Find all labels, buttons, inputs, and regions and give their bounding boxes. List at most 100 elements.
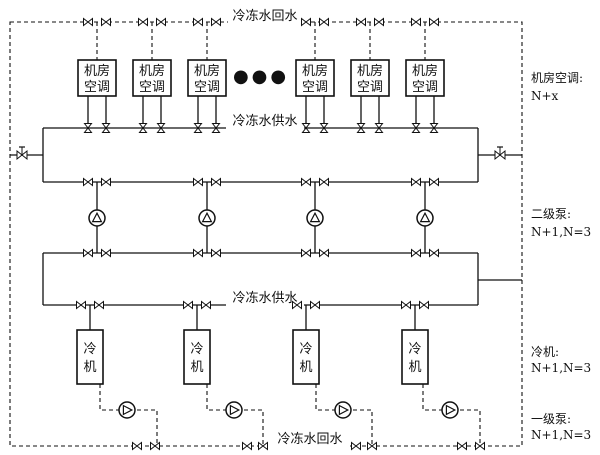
primary-pump-run: [315, 384, 373, 446]
crac-unit-box: [405, 59, 445, 97]
bowtie-valve-icon: [138, 17, 148, 27]
bowtie-valve-icon: [101, 17, 111, 27]
primary-pump-note-qty: N+1,N=3: [531, 428, 591, 442]
bowtie-valve-icon: [429, 248, 439, 258]
crac-unit: 机房 空调: [295, 59, 335, 97]
bowtie-valve-icon: [319, 177, 329, 187]
centrifugal-pump-icon: [334, 401, 352, 419]
centrifugal-pump-icon: [441, 401, 459, 419]
bowtie-valve-icon: [138, 123, 148, 133]
bowtie-valve-icon: [301, 177, 311, 187]
return-bottom-label: 冷冻水回水: [277, 431, 342, 447]
chiller-label-line1: 冷: [408, 342, 421, 357]
crac-unit: 机房 空调: [77, 59, 117, 97]
secondary-pump-branches: [96, 182, 426, 253]
bowtie-valve-icon: [401, 300, 411, 310]
chiller-label-line2: 机: [190, 360, 203, 375]
bowtie-valve-icon: [211, 248, 221, 258]
bowtie-valve-icon: [411, 248, 421, 258]
primary-pump-run: [422, 384, 481, 446]
bowtie-valve-icon: [101, 123, 111, 133]
centrifugal-pump-icon: [198, 209, 216, 227]
valves-layer: [16, 17, 506, 451]
bowtie-valve-icon: [242, 441, 252, 451]
chiller-unit: 冷 机: [401, 329, 429, 385]
crac-note-title: 机房空调:: [531, 70, 583, 85]
bowtie-valve-icon: [101, 248, 111, 258]
bowtie-valve-icon: [211, 123, 221, 133]
bowtie-valve-icon: [301, 248, 311, 258]
chiller-unit: 冷 机: [183, 329, 211, 385]
secondary-supply-loop: [10, 96, 522, 183]
bowtie-valve-icon: [156, 123, 166, 133]
bowtie-valve-icon: [193, 177, 203, 187]
crac-unit-box: [350, 59, 390, 97]
centrifugal-pump-icon: [88, 209, 106, 227]
bowtie-valve-icon: [76, 300, 86, 310]
bowtie-valve-icon: [429, 123, 439, 133]
secondary-pump-note-title: 二级泵:: [531, 207, 571, 221]
crac-unit-label-line1: 机房: [357, 63, 383, 79]
secondary-pump-note-qty: N+1,N=3: [531, 225, 591, 239]
label-mask: [228, 6, 302, 26]
bowtie-valve-icon: [457, 441, 467, 451]
chiller-box: [292, 329, 320, 385]
crac-unit-label-line2: 空调: [302, 80, 328, 95]
bowtie-valve-icon: [367, 441, 377, 451]
bowtie-valve-icon: [319, 123, 329, 133]
crac-note-qty: N+x: [531, 89, 559, 103]
side-notes: 机房空调: N+x 二级泵: N+1,N=3 冷机: N+1,N=3 一级泵: …: [531, 70, 591, 442]
chiller-box: [183, 329, 211, 385]
bowtie-valve-icon: [310, 300, 320, 310]
bowtie-valve-icon: [351, 441, 361, 451]
crac-unit-box: [77, 59, 117, 97]
chiller-label-line2: 机: [299, 360, 312, 375]
bowtie-valve-icon: [411, 17, 421, 27]
bowtie-valve-icon: [292, 300, 302, 310]
bowtie-valve-icon: [319, 248, 329, 258]
bowtie-valve-icon: [211, 17, 221, 27]
label-mask: [226, 289, 304, 309]
return-top-label: 冷冻水回水: [232, 8, 297, 24]
chiller-unit: 冷 机: [292, 329, 320, 385]
crac-unit-label-line1: 机房: [412, 63, 438, 79]
bowtie-valve-icon: [150, 441, 160, 451]
centrifugal-pump-icon: [225, 401, 243, 419]
centrifugal-pump-icon: [118, 401, 136, 419]
bowtie-valve-icon: [374, 17, 384, 27]
crac-unit-label-line1: 机房: [139, 63, 165, 79]
centrifugal-pump-icon: [306, 209, 324, 227]
crac-unit: 机房 空调: [132, 59, 172, 97]
centrifugal-pump-icon: [416, 209, 434, 227]
crac-unit-label-line2: 空调: [139, 80, 165, 95]
chiller-label-line1: 冷: [190, 342, 203, 357]
outer-return-loop: [9, 21, 523, 447]
chillers: 冷 机 冷 机 冷 机 冷 机: [76, 329, 429, 385]
chiller-label-line1: 冷: [299, 342, 312, 357]
bowtie-valve-icon: [411, 123, 421, 133]
primary-pump-run: [206, 384, 264, 446]
pipe-labels: 冷冻水回水 冷冻水供水 冷冻水供水 冷冻水回水: [226, 6, 350, 448]
pumps-layer: [88, 209, 459, 419]
bowtie-valve-icon: [356, 17, 366, 27]
bowtie-valve-icon: [101, 177, 111, 187]
crac-unit-label-line1: 机房: [302, 63, 328, 79]
bowtie-valve-icon: [211, 177, 221, 187]
bowtie-valve-icon: [319, 17, 329, 27]
crac-units: 机房 空调 机房 空调 机房 空调 机房 空调 机房 空调 机房 空调: [77, 59, 445, 97]
bowtie-valve-icon: [419, 300, 429, 310]
bowtie-valve-icon: [83, 123, 93, 133]
chiller-note-qty: N+1,N=3: [531, 361, 591, 375]
bowtie-valve-icon: [156, 17, 166, 27]
bowtie-valve-icon: [411, 177, 421, 187]
primary-pump-returns: [99, 384, 481, 446]
bowtie-valve-icon: [193, 123, 203, 133]
primary-pump-note-title: 一级泵:: [531, 412, 571, 426]
bowtie-valve-icon: [83, 17, 93, 27]
chiller-label-line1: 冷: [83, 342, 96, 357]
bowtie-valve-icon: [374, 123, 384, 133]
bowtie-valve-icon: [83, 248, 93, 258]
crac-unit-label-line2: 空调: [84, 80, 110, 95]
